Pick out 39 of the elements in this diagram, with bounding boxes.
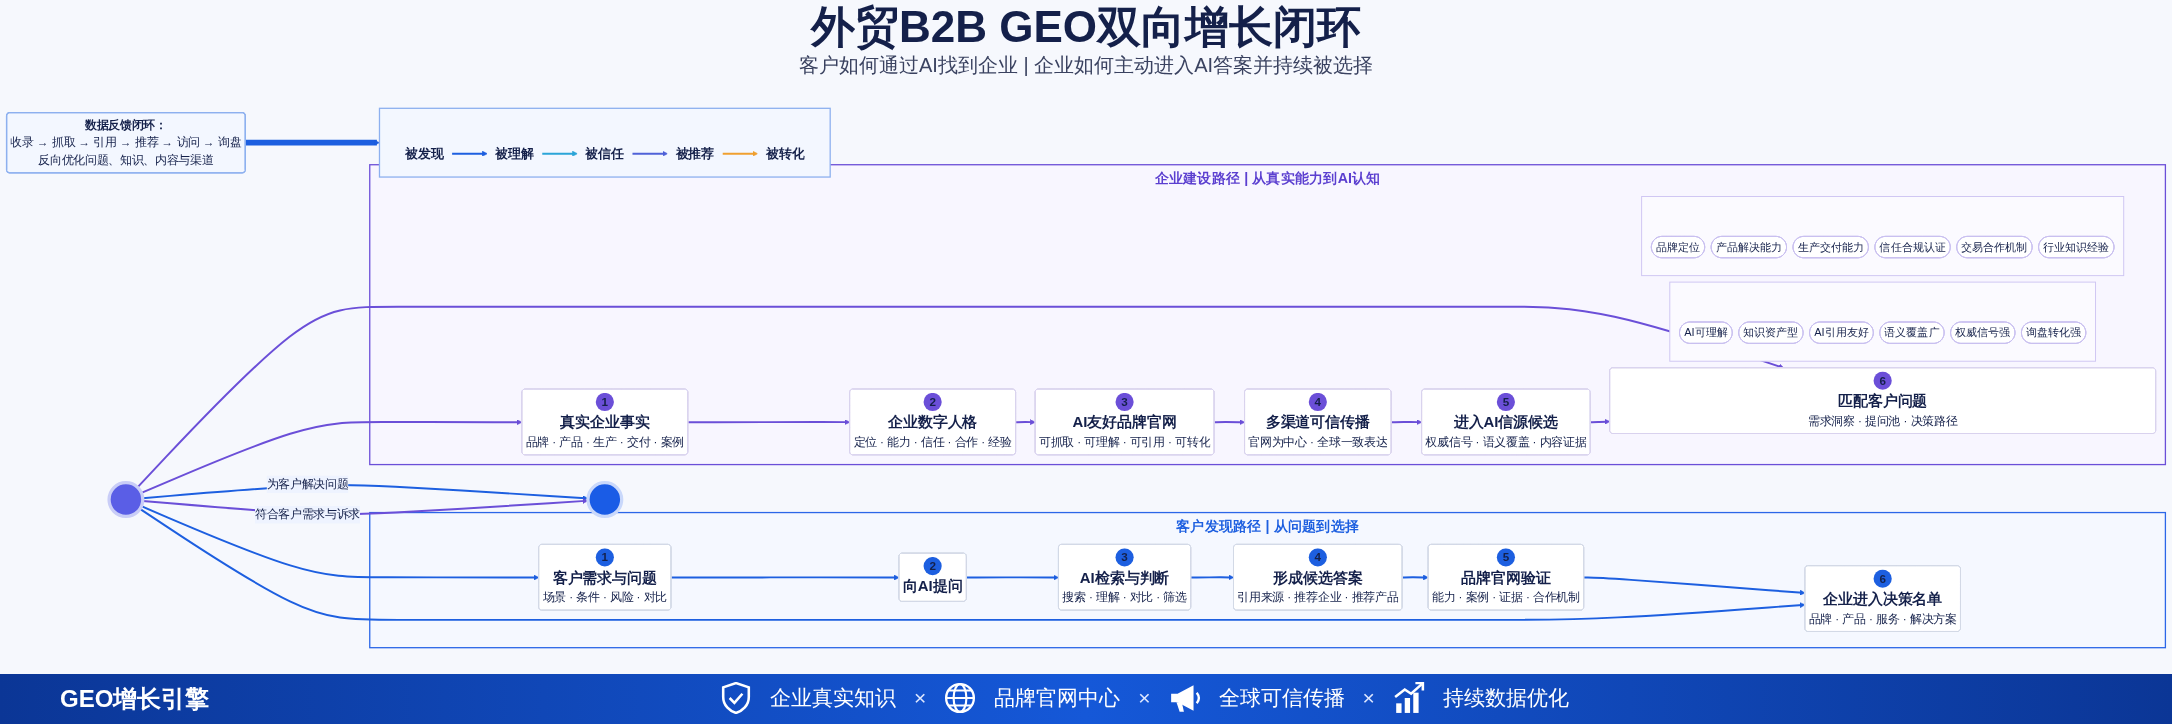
- feature-label: 企业真实知识: [770, 685, 896, 711]
- cluster: [1669, 281, 2097, 362]
- arrow: [450, 150, 488, 157]
- separator-mark: ×: [1362, 685, 1375, 711]
- arrow: [1015, 419, 1036, 425]
- arrow: [1583, 576, 1806, 596]
- arrow: [1213, 419, 1246, 426]
- node-text: 被转化: [765, 146, 805, 161]
- separator-mark: ×: [1138, 685, 1151, 711]
- node-text: 被信任: [585, 146, 625, 161]
- cluster: [1641, 196, 2125, 277]
- diagram-title: 外贸B2B GEO双向增长闭环: [810, 2, 1361, 52]
- arrow: [1589, 418, 1611, 425]
- cluster: [378, 107, 831, 178]
- node-circle: [586, 481, 624, 519]
- arrow: [1390, 419, 1423, 425]
- node-circle: [107, 481, 145, 519]
- arrow: [670, 574, 900, 581]
- node-text: 被理解: [495, 146, 535, 161]
- node-text: 被发现: [405, 146, 445, 161]
- footer-tagline: GEO增长引擎: [60, 684, 210, 714]
- edge-label: 符合客户需求与诉求: [254, 508, 361, 521]
- arrow: [687, 419, 851, 425]
- arrow: [1401, 574, 1429, 581]
- arrow: [965, 574, 1059, 581]
- feature-label: 品牌官网中心: [994, 685, 1121, 711]
- feature-label: 全球可信传播: [1218, 685, 1345, 711]
- edge-label: 为客户解决问题: [266, 477, 349, 491]
- arrow: [540, 150, 578, 157]
- arrow: [245, 139, 380, 146]
- subtitle: 客户如何通过AI找到企业 | 企业如何主动进入AI答案并持续被选择: [798, 53, 1374, 78]
- arrow: [721, 150, 759, 157]
- node-text: 被推荐: [675, 146, 715, 161]
- arrow: [136, 305, 1785, 489]
- arrow: [1190, 574, 1235, 581]
- arrow: [631, 150, 668, 157]
- separator-mark: ×: [914, 685, 927, 711]
- arrow: [139, 507, 1806, 621]
- feature-label: 持续数据优化: [1442, 685, 1569, 711]
